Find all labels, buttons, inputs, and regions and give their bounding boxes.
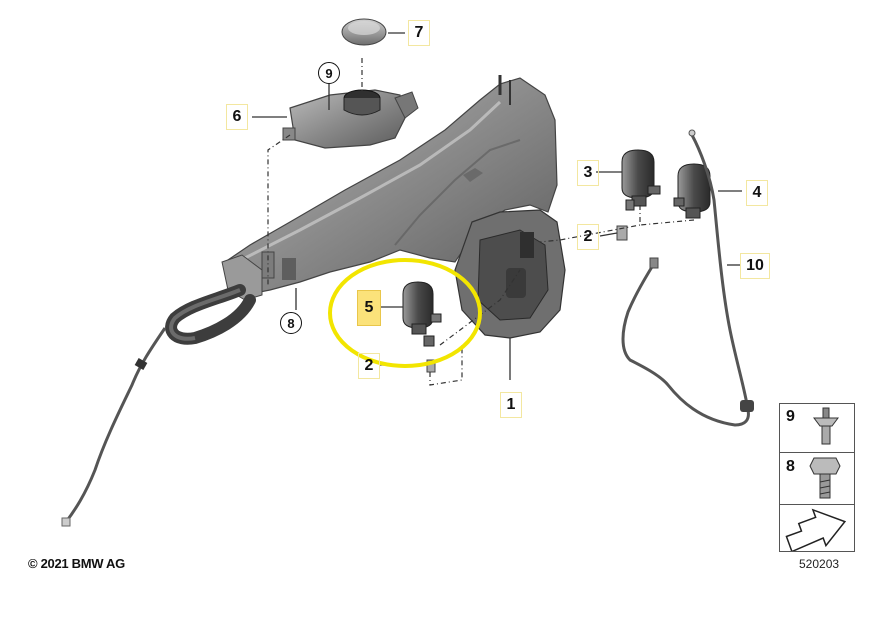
dashed-leaders bbox=[267, 58, 695, 386]
part-label-5-highlighted: 5 bbox=[357, 290, 381, 326]
filler-cap-part bbox=[341, 18, 387, 46]
legend-item-arrow bbox=[780, 504, 854, 553]
copyright-text: © 2021 BMW AG bbox=[28, 556, 125, 571]
legend-item-9-number: 9 bbox=[786, 408, 795, 425]
part-label-2-lower: 2 bbox=[358, 353, 380, 379]
part-label-10: 10 bbox=[740, 253, 770, 279]
part-label-1: 1 bbox=[500, 392, 522, 418]
part-label-9-circle: 9 bbox=[318, 62, 340, 84]
screw-icon bbox=[813, 407, 839, 445]
part-label-8-circle: 8 bbox=[280, 312, 302, 334]
part-label-2-upper: 2 bbox=[577, 224, 599, 250]
washer-tank-part bbox=[221, 75, 566, 339]
filler-neck-part bbox=[282, 89, 419, 149]
legend-item-8: 8 bbox=[780, 452, 854, 505]
legend-item-8-number: 8 bbox=[786, 458, 795, 475]
pump-3-part bbox=[621, 149, 661, 211]
highlight-circle bbox=[328, 258, 482, 368]
part-label-6: 6 bbox=[226, 104, 248, 130]
pump-5-part bbox=[402, 281, 442, 347]
part-label-7: 7 bbox=[408, 20, 430, 46]
label-leaders bbox=[252, 32, 742, 380]
bolt-icon bbox=[809, 457, 841, 499]
part-label-3: 3 bbox=[577, 160, 599, 186]
part-label-4: 4 bbox=[746, 180, 768, 206]
fastener-legend: 9 8 bbox=[779, 403, 855, 553]
diagram-reference-number: 520203 bbox=[799, 557, 840, 571]
arrow-icon bbox=[785, 508, 847, 553]
pump-4-part bbox=[673, 163, 711, 219]
legend-item-9: 9 bbox=[780, 404, 854, 453]
hose-10-part bbox=[621, 129, 754, 427]
lower-hose bbox=[61, 284, 256, 527]
